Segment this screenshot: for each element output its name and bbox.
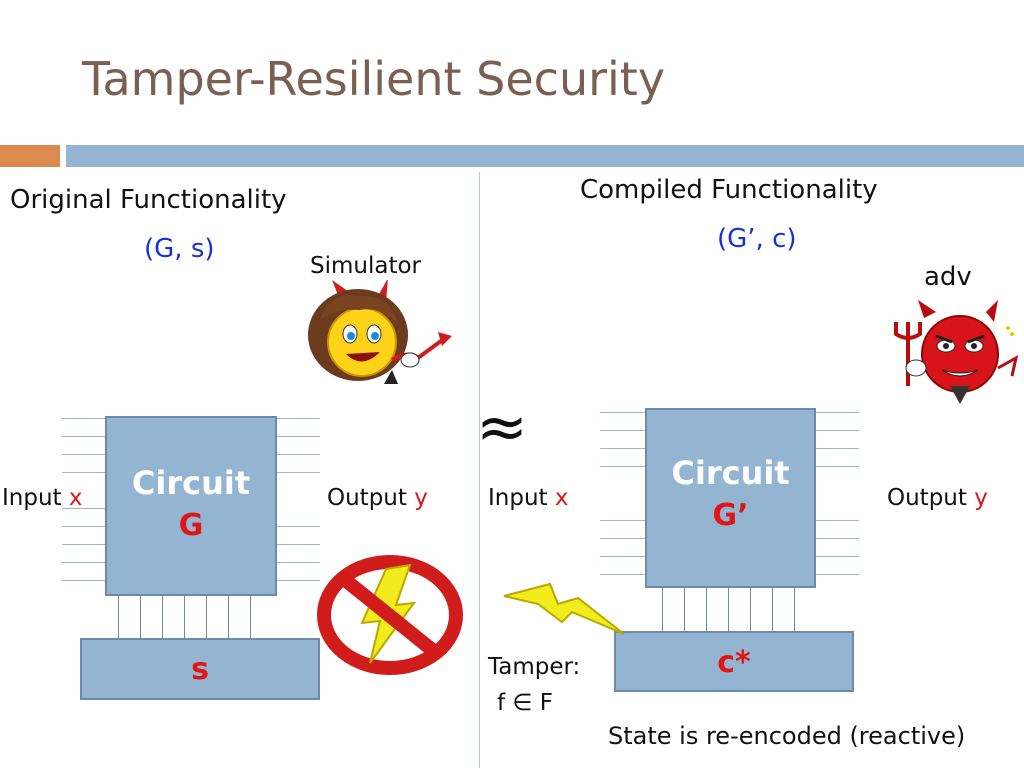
compiled-functionality-heading: Compiled Functionality [580, 175, 878, 205]
accent-bar-blue [66, 145, 1024, 167]
right-input-label: Input x [488, 485, 569, 511]
adv-label: adv [924, 262, 972, 292]
devil-girl-icon [308, 280, 452, 384]
right-input-var: x [554, 485, 569, 511]
left-output-label: Output y [327, 485, 428, 511]
no-tamper-icon [317, 555, 463, 675]
state-c-label: c* [717, 645, 751, 680]
compiled-pair: (G’, c) [717, 224, 797, 254]
state-s-box: s [80, 638, 320, 700]
left-input-text: Input [2, 485, 62, 511]
tamper-function: f ∈ F [497, 690, 553, 716]
simulator-label: Simulator [310, 253, 422, 279]
reencode-caption: State is re-encoded (reactive) [608, 722, 966, 750]
circuit-g-box: Circuit G [105, 416, 277, 596]
center-divider [479, 172, 480, 768]
left-input-label: Input x [2, 485, 83, 511]
devil-icon [894, 300, 1019, 404]
original-pair: (G, s) [144, 234, 215, 264]
circuit-g-name: G [178, 508, 204, 543]
slide-title: Tamper-Resilient Security [82, 52, 666, 106]
left-output-text: Output [327, 485, 407, 511]
circuit-g-prime-title: Circuit [671, 454, 790, 492]
right-input-text: Input [488, 485, 548, 511]
circuit-g-title: Circuit [131, 464, 251, 502]
lightning-icon [503, 582, 625, 635]
left-input-var: x [68, 485, 83, 511]
right-output-label: Output y [887, 485, 988, 511]
accent-bar-orange [0, 145, 60, 167]
tamper-label: Tamper: [488, 654, 581, 680]
original-functionality-heading: Original Functionality [10, 185, 287, 215]
circuit-g-prime-name: G’ [712, 498, 749, 533]
state-s-label: s [191, 652, 209, 687]
left-output-var: y [414, 485, 428, 511]
circuit-g-prime-box: Circuit G’ [645, 408, 816, 588]
approx-symbol: ≈ [476, 390, 528, 463]
state-c-box: c* [614, 631, 854, 692]
right-output-var: y [974, 485, 988, 511]
right-output-text: Output [887, 485, 967, 511]
